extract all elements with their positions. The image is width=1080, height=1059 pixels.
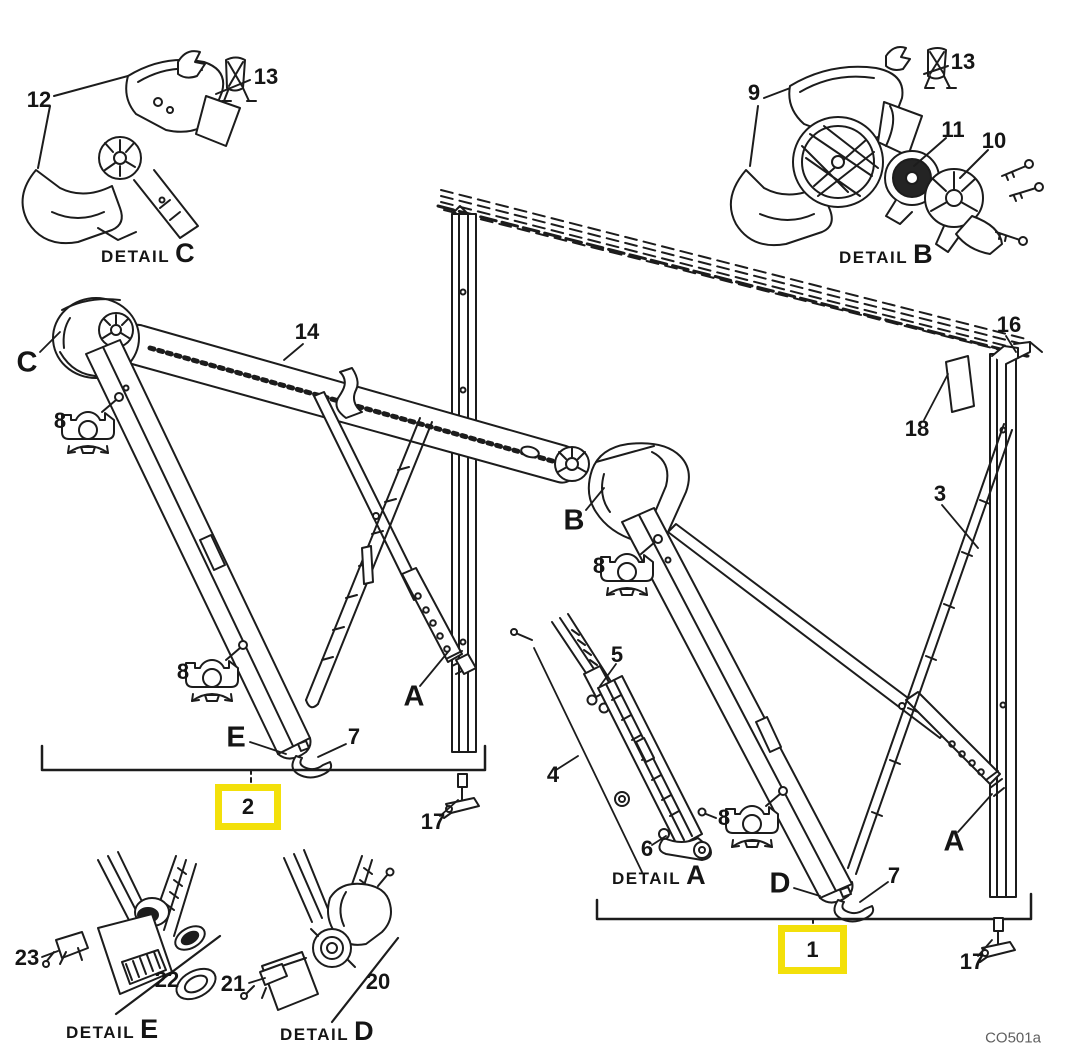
detail-caption-a-letter: A [686, 860, 706, 890]
part-label-5: 5 [610, 642, 624, 667]
bottom-bracket-17-left [443, 773, 480, 819]
bottom-bracket-17-right [979, 917, 1016, 963]
part-label-17-left: 17 [420, 809, 446, 834]
part-18-strip [945, 355, 975, 413]
highlight-box-2: 2 [215, 784, 281, 830]
part-label-7-left: 7 [347, 724, 361, 749]
part-label-12: 12 [26, 87, 52, 112]
detail-caption-a-prefix: DETAIL [612, 869, 682, 888]
callout-bracket-right [595, 892, 1033, 927]
part-label-3: 3 [933, 481, 947, 506]
part-label-17-right: 17 [959, 949, 985, 974]
assembly-label-c: C [16, 346, 38, 379]
part-label-10: 10 [981, 128, 1007, 153]
right-arm-assembly [587, 423, 1013, 923]
part-label-8-a: 8 [53, 408, 67, 433]
highlight-box-1: 1 [778, 925, 847, 974]
part-label-11: 11 [941, 117, 965, 142]
part-label-1: 1 [806, 936, 819, 962]
part-label-18: 18 [904, 416, 930, 441]
detail-caption-e-prefix: DETAIL [66, 1023, 136, 1042]
part-label-21: 21 [220, 971, 246, 996]
callout-bracket-left [40, 744, 487, 785]
part-label-23: 23 [14, 945, 40, 970]
leader-lines [39, 331, 1017, 984]
part-label-4: 4 [546, 762, 560, 787]
part-label-7-right: 7 [887, 863, 901, 888]
part-label-22: 22 [154, 967, 180, 992]
part-label-16: 16 [996, 312, 1022, 337]
part-label-14: 14 [294, 319, 320, 344]
detail-caption-d-letter: D [354, 1016, 374, 1046]
drawing-code: CO501a [985, 1029, 1041, 1047]
assembly-label-d: D [769, 867, 791, 900]
part-label-8-c: 8 [592, 553, 606, 578]
detail-caption-c-prefix: DETAIL [101, 247, 171, 266]
awning-rail-dashed [436, 189, 1043, 359]
detail-caption-c-letter: C [175, 238, 195, 268]
right-mount-rail [989, 345, 1019, 898]
detail-a-drawing [510, 613, 712, 873]
detail-caption-e-letter: E [140, 1014, 159, 1044]
detail-d-drawing [240, 849, 400, 1024]
assembly-label-a-right: A [943, 825, 965, 858]
assembly-label-a-left: A [403, 680, 425, 713]
part-label-8-d: 8 [717, 805, 731, 830]
part-label-13-right: 13 [950, 49, 976, 74]
part-label-6: 6 [640, 836, 654, 861]
assembly-label-e: E [226, 721, 246, 754]
detail-caption-b-prefix: DETAIL [839, 248, 909, 267]
spring-clips-8 [61, 392, 788, 848]
part-label-20: 20 [365, 969, 391, 994]
detail-b-drawing [729, 46, 1044, 255]
part-label-8-b: 8 [176, 659, 190, 684]
detail-e-drawing [42, 851, 222, 1016]
detail-caption-b-letter: B [913, 239, 933, 269]
left-arm-assembly [52, 297, 477, 779]
detail-c-drawing [21, 50, 257, 244]
roller-tube [118, 323, 590, 484]
part-label-2: 2 [241, 794, 255, 819]
part-label-9: 9 [747, 80, 761, 105]
detail-caption-d-prefix: DETAIL [280, 1025, 350, 1044]
assembly-label-b: B [563, 504, 585, 537]
part-label-13-left: 13 [253, 64, 279, 89]
